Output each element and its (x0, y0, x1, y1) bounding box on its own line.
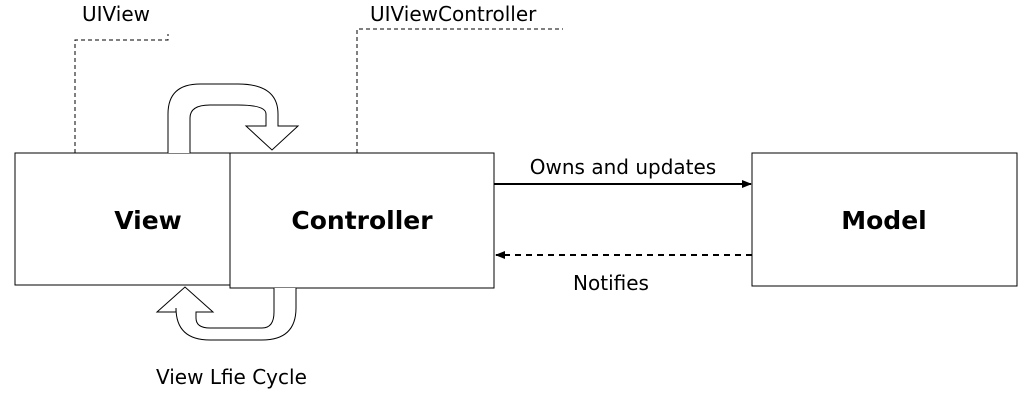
notifies-label: Notifies (573, 271, 649, 295)
life-cycle-label: View Lfie Cycle (156, 365, 307, 389)
owns-and-updates-label: Owns and updates (530, 155, 716, 179)
view-class-leader-line (74, 34, 169, 153)
view-box (14, 152, 261, 286)
model-box-label: Model (841, 206, 926, 235)
life-cycle-bottom-arrow (155, 286, 297, 341)
controller-box (229, 152, 495, 289)
controller-box-label: Controller (291, 206, 433, 235)
controller-class-leader-line (356, 28, 563, 153)
controller-class-label: UIViewController (370, 2, 537, 26)
life-cycle-top-arrow (167, 83, 300, 153)
model-box (751, 152, 1018, 287)
view-box-label: View (114, 206, 182, 235)
view-class-label: UIView (82, 2, 150, 26)
